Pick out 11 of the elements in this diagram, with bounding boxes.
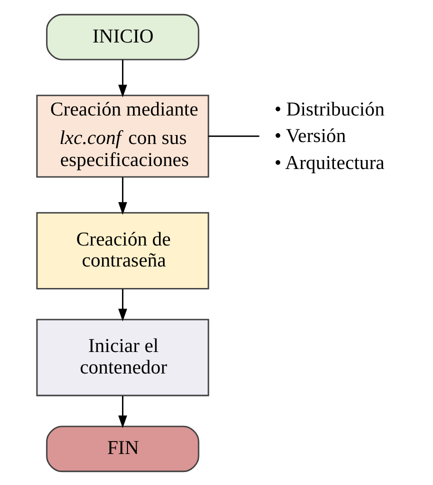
arrow — [118, 176, 128, 214]
node-text: • Distribución • Versión • Arquitectura — [274, 98, 385, 174]
node-box: Creación mediante lxc.conf con sus especificaciones — [36, 94, 210, 178]
arrow — [118, 395, 128, 428]
connector — [208, 134, 260, 136]
node-box: INICIO — [46, 13, 200, 60]
node-box: Creación de contraseña — [36, 212, 210, 289]
node-box: FIN — [46, 425, 200, 472]
node-box: Iniciar el contenedor — [36, 318, 210, 396]
arrow — [118, 288, 128, 321]
arrow — [118, 59, 128, 97]
